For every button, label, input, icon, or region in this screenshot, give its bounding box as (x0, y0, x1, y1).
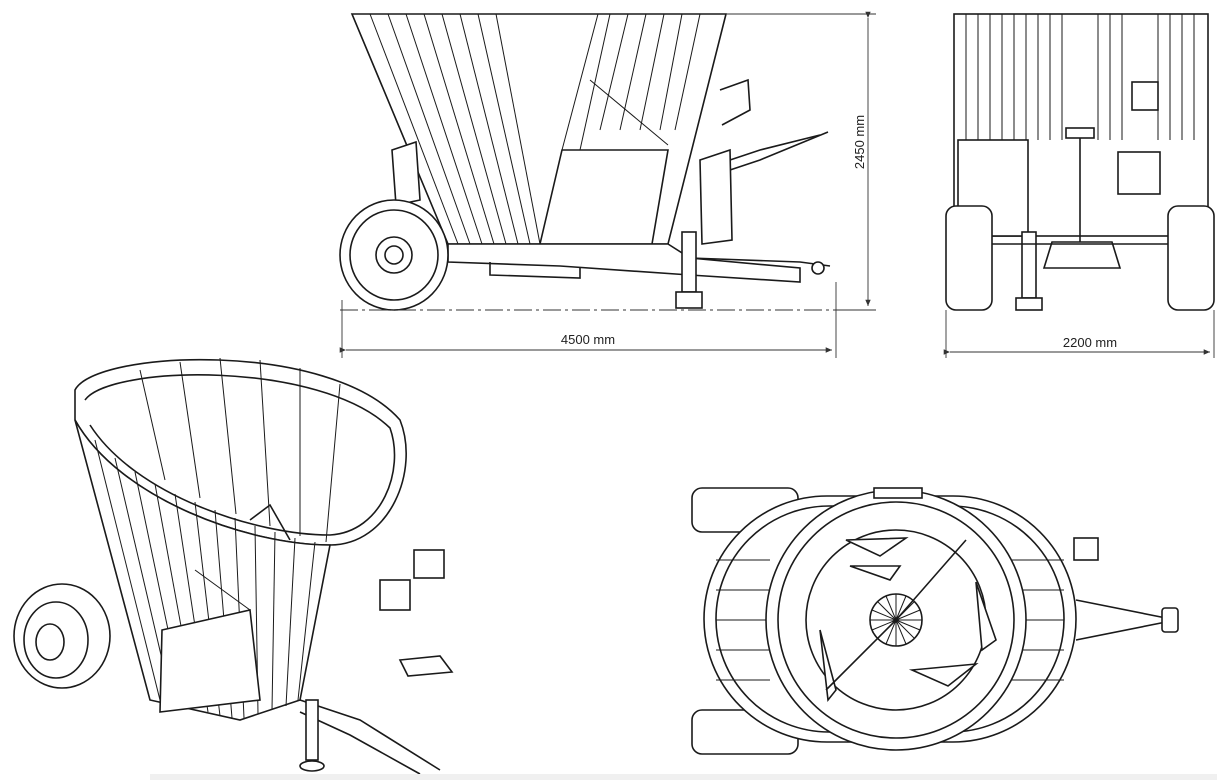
footer-strip (150, 774, 1217, 780)
length-dimension-label: 4500 mm (561, 332, 615, 347)
rear-view: 2200 mm (943, 13, 1215, 358)
height-dimension-label: 2450 mm (852, 115, 867, 169)
side-view: 2450 mm 4500 mm (339, 11, 876, 358)
top-view (691, 487, 1179, 755)
isometric-view (13, 357, 454, 775)
width-dimension-label: 2200 mm (1063, 335, 1117, 350)
